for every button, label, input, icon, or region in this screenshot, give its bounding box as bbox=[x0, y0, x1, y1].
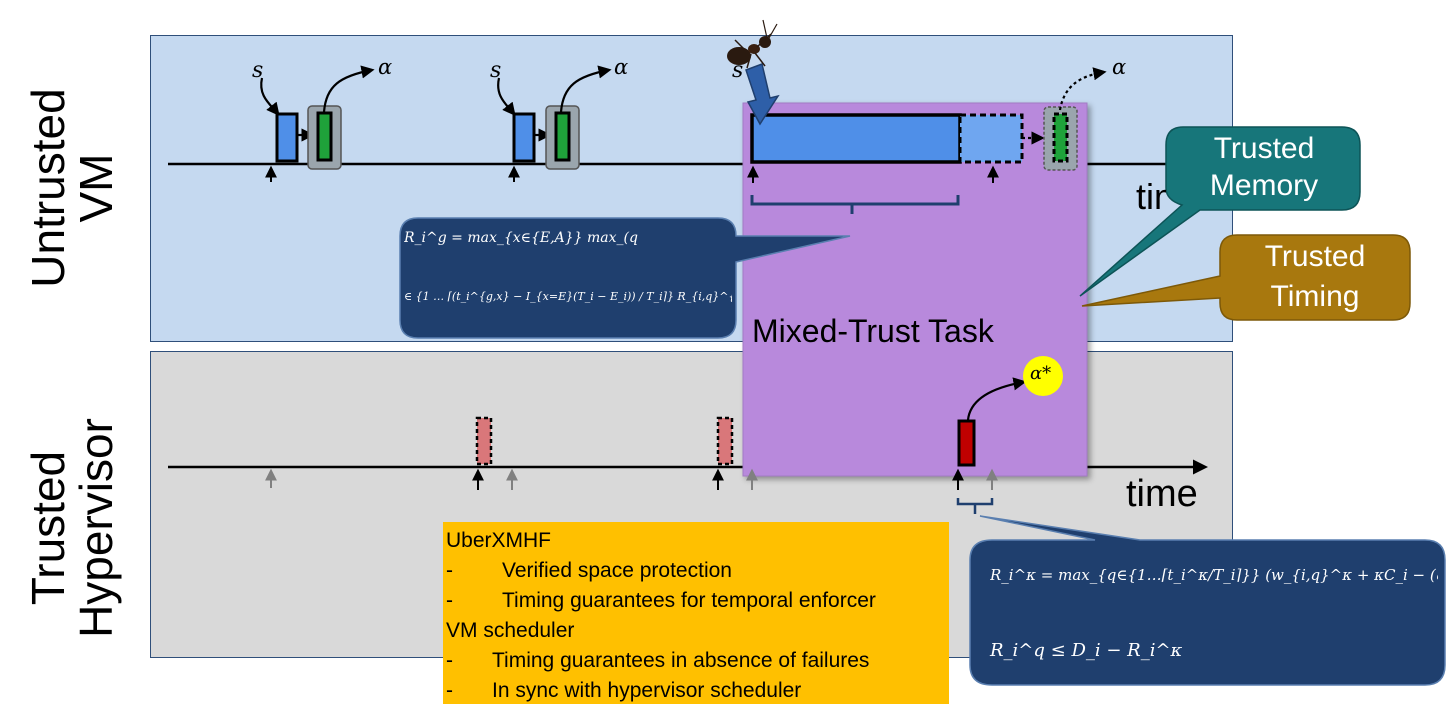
vm-job-blue-2 bbox=[512, 112, 536, 163]
s-label-1: s bbox=[252, 58, 264, 83]
trusted-memory-label: Trusted Memory bbox=[1209, 132, 1319, 202]
attack-arrow bbox=[745, 62, 780, 126]
s-label-2: s bbox=[490, 58, 502, 83]
alpha-arrow-3 bbox=[1058, 67, 1107, 111]
alpha-arrow-1 bbox=[322, 65, 375, 113]
note-text-6: In sync with hypervisor scheduler bbox=[492, 679, 802, 702]
note-line-4: VM scheduler bbox=[446, 616, 949, 646]
hv-job-red bbox=[957, 419, 976, 467]
vm-formula-callout bbox=[399, 217, 851, 339]
note-text-4: VM scheduler bbox=[446, 619, 575, 642]
vm-job-green-1 bbox=[316, 111, 333, 162]
vm-job-blue-long bbox=[750, 113, 962, 164]
note-line-6: - In sync with hypervisor scheduler bbox=[446, 676, 949, 706]
hv-formula-line1: R_i^κ = max_{q∈{1…⌈t_i^κ/T_i⌉}} (w_{i,q}… bbox=[990, 566, 1438, 584]
trusted-timing-callout bbox=[1081, 234, 1411, 321]
hv-job-pink-2 bbox=[716, 416, 734, 466]
note-text-1: UberXMHF bbox=[446, 529, 552, 552]
alpha-star-circle bbox=[1023, 356, 1063, 396]
vm-job-green-2 bbox=[554, 111, 571, 162]
uberxmhf-notes-box: UberXMHF - Verified space protection - Tim… bbox=[443, 522, 949, 704]
note-bullet-3: - bbox=[446, 589, 453, 612]
alpha-label-3: α bbox=[1112, 55, 1127, 79]
alpha-label-1: α bbox=[378, 55, 393, 79]
note-line-3: - Timing guarantees for temporal enforcer bbox=[446, 586, 949, 616]
time-label-bottom: time bbox=[1126, 473, 1198, 515]
hv-formula-line2: R_i^q ≤ D_i − R_i^κ bbox=[990, 640, 1183, 661]
time-label-top: time bbox=[1136, 176, 1166, 217]
hv-response-bracket bbox=[956, 498, 994, 514]
note-bullet-2: - bbox=[446, 559, 453, 582]
vm-job-blue-1 bbox=[275, 112, 299, 163]
s-arrow-2 bbox=[497, 77, 516, 117]
vm-job-green-dashed bbox=[1052, 112, 1069, 163]
vm-formula-line2: ∈ {1 … ⌈(t_i^{g,x} − I_{x=E}(T_i − E_i))… bbox=[404, 290, 732, 303]
note-line-1: UberXMHF bbox=[446, 526, 949, 556]
vm-job-blue-dashed bbox=[958, 113, 1024, 164]
alpha-star-arrow bbox=[966, 377, 1027, 421]
ant-icon bbox=[727, 19, 778, 69]
mixed-trust-task-region bbox=[742, 102, 1088, 477]
trusted-timing-label: Trusted Timing bbox=[1264, 240, 1366, 313]
hv-job-pink-1 bbox=[475, 416, 493, 466]
trusted-memory-callout bbox=[1079, 126, 1361, 297]
alpha-arrow-2 bbox=[559, 65, 612, 113]
vm-formula-line1: R_i^g = max_{x∈{E,A}} max_(q bbox=[404, 230, 638, 246]
note-text-5: Timing guarantees in absence of failures bbox=[492, 649, 870, 672]
note-line-5: - Timing guarantees in absence of failure… bbox=[446, 646, 949, 676]
alpha-label-2: α bbox=[614, 55, 629, 79]
s-arrow-1 bbox=[260, 77, 280, 117]
vm-response-bracket bbox=[750, 195, 960, 214]
hv-formula-callout bbox=[969, 515, 1446, 686]
alpha-star-label: α* bbox=[1030, 363, 1052, 384]
note-line-2: - Verified space protection bbox=[446, 556, 949, 586]
note-bullet-5: - bbox=[446, 649, 453, 672]
s-label-3: s bbox=[732, 58, 744, 83]
note-bullet-6: - bbox=[446, 679, 453, 702]
mixed-trust-task-label: Mixed-Trust Task bbox=[752, 313, 994, 349]
note-text-3: Timing guarantees for temporal enforcer bbox=[502, 589, 876, 612]
note-text-2: Verified space protection bbox=[502, 559, 732, 582]
